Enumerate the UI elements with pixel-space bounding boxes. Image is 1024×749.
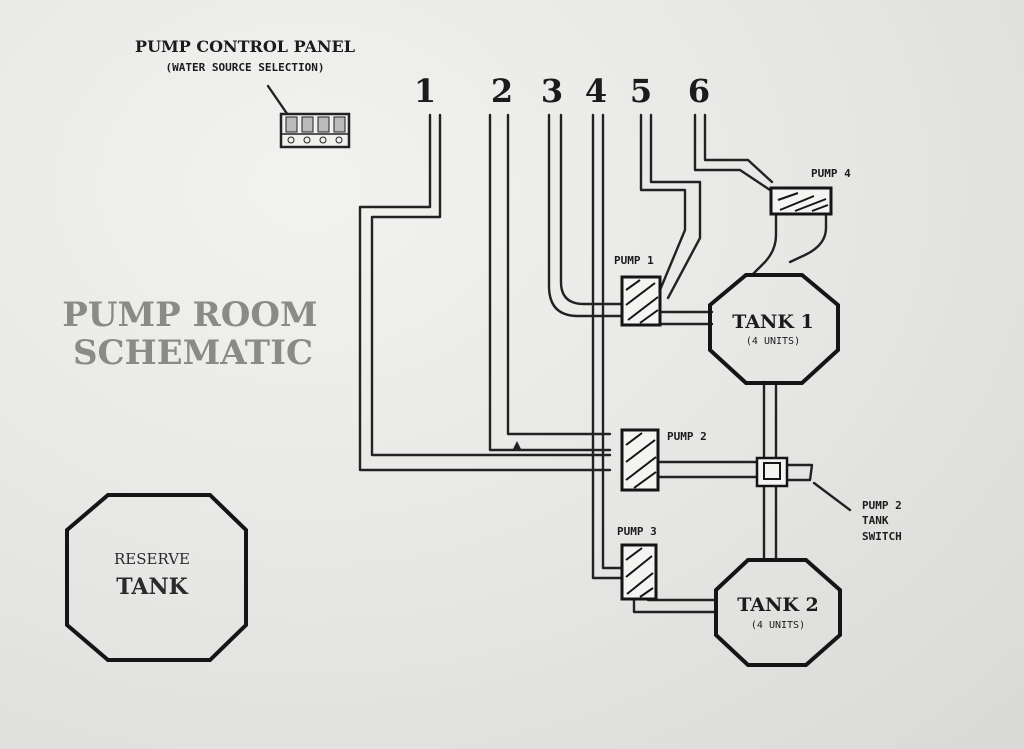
reserve-tank-label-line1: RESERVE (114, 550, 190, 568)
pump-1[interactable] (620, 275, 662, 327)
source-number-4: 4 (585, 72, 607, 110)
schematic-heading-line2: SCHEMATIC (73, 333, 313, 373)
reserve-tank[interactable]: RESERVE TANK (65, 493, 248, 662)
control-panel-title: PUMP CONTROL PANEL (135, 37, 355, 56)
pipe-line-2 (488, 113, 612, 452)
pump-2-label: PUMP 2 (667, 430, 707, 443)
tank-1-capacity: (4 UNITS) (746, 336, 800, 347)
pump-1-label: PUMP 1 (614, 254, 654, 267)
pump-2-tank-switch[interactable] (755, 456, 789, 488)
selector-switch[interactable] (285, 116, 298, 144)
switch-pointer-line (812, 481, 852, 512)
tank-2[interactable]: TANK 2 (4 UNITS) (714, 558, 842, 667)
pipe-line-4 (591, 113, 624, 580)
pump-3-label: PUMP 3 (617, 525, 657, 538)
pipe-line-5 (639, 113, 702, 300)
switch-label-line3: SWITCH (862, 530, 902, 543)
selector-switch[interactable] (317, 116, 330, 144)
tank-1-label: TANK 1 (732, 311, 814, 333)
switch-label-line2: TANK (862, 514, 889, 527)
pump-2[interactable] (620, 428, 660, 492)
switch-label-line1: PUMP 2 (862, 499, 902, 512)
control-panel-switches[interactable] (279, 112, 351, 149)
source-number-6: 6 (688, 72, 710, 110)
source-number-1: 1 (414, 72, 436, 110)
selector-switch[interactable] (333, 116, 346, 144)
pump-4[interactable] (769, 186, 833, 216)
selector-switch[interactable] (301, 116, 314, 144)
source-number-5: 5 (630, 72, 652, 110)
tank-2-capacity: (4 UNITS) (751, 620, 805, 631)
pipe-line-3 (547, 113, 624, 318)
pump4-outlet-pipes (750, 210, 828, 277)
pump-outlet-pipes (632, 310, 814, 614)
source-number-2: 2 (491, 72, 513, 110)
reserve-tank-label-line2: TANK (116, 574, 188, 600)
pipe-line-6 (693, 113, 774, 192)
pipe-line-1 (358, 113, 612, 472)
tank-2-label: TANK 2 (737, 594, 819, 616)
control-panel-subtitle: (WATER SOURCE SELECTION) (166, 61, 325, 74)
source-number-3: 3 (541, 72, 563, 110)
tank-1[interactable]: TANK 1 (4 UNITS) (708, 273, 840, 385)
schematic-heading-line1: PUMP ROOM (62, 295, 317, 335)
control-panel-pointer (266, 84, 292, 120)
pump-3[interactable] (620, 543, 658, 601)
tank-connector-pipes (762, 380, 778, 562)
pump-4-label: PUMP 4 (811, 167, 851, 180)
